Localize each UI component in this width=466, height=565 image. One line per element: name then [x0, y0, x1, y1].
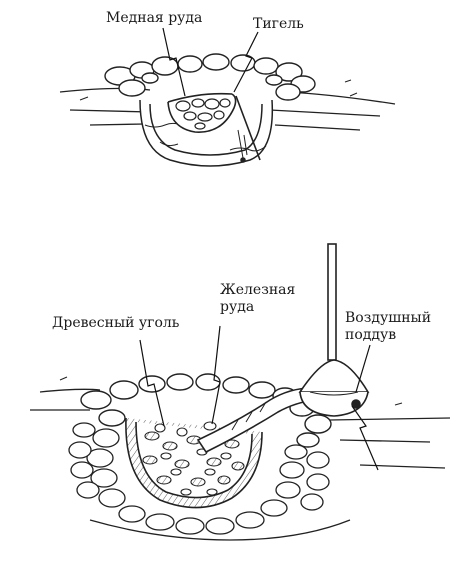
charge-lumps: [142, 421, 245, 496]
bloomery-furnace-figure: [30, 243, 451, 541]
ground-surface-bottom: [30, 376, 451, 541]
label-copper-ore: Медная руда: [106, 10, 203, 26]
pit-stone-lining: [68, 422, 330, 535]
bellows: [298, 243, 370, 417]
copper-ore-lumps: [175, 98, 231, 130]
label-bellows-line1: Воздушный: [345, 310, 432, 326]
crucible-pit-figure: [59, 27, 396, 167]
label-iron-ore-line1: Железная: [220, 282, 296, 298]
rim-stones-top: [104, 53, 316, 101]
label-bellows-line2: поддув: [345, 327, 397, 343]
crucible: [167, 92, 261, 161]
label-crucible: Тигель: [253, 16, 304, 32]
bottom-leaders: [139, 325, 379, 471]
label-charcoal: Древесный уголь: [52, 315, 180, 331]
label-iron-ore-line2: руда: [220, 299, 255, 315]
top-leaders: [162, 27, 259, 97]
charcoal-lumps: [142, 431, 245, 487]
